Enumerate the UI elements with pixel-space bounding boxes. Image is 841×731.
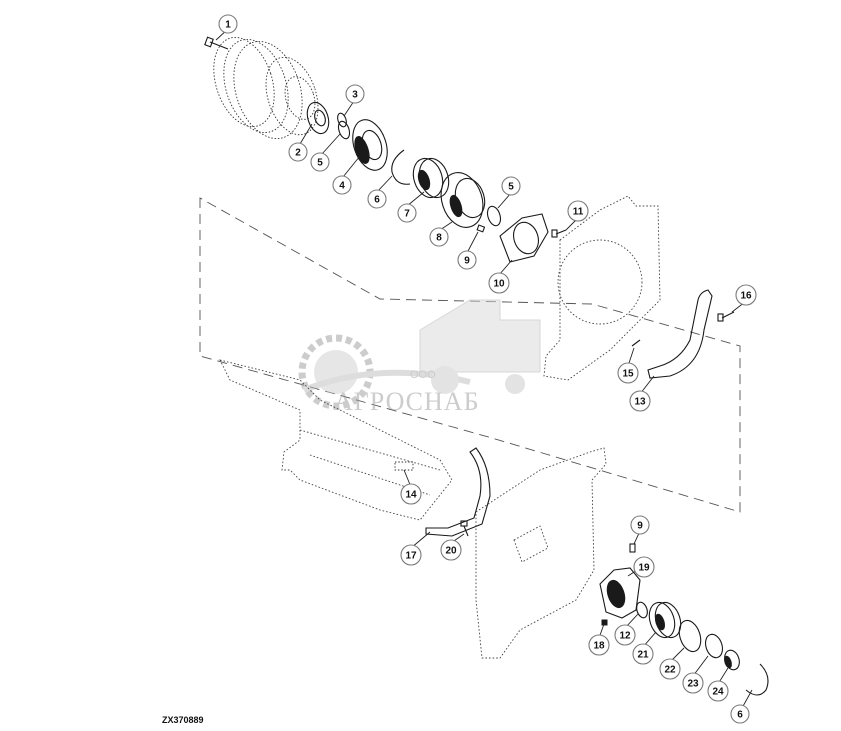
callout-13: 13 [629, 390, 651, 412]
callout-22: 22 [659, 658, 681, 680]
part-6-snap-ring-lower [745, 663, 769, 696]
callout-6b-label: 6 [737, 710, 743, 721]
callout-14: 14 [400, 483, 422, 505]
callout-5: 5 [310, 152, 330, 172]
callout-2-label: 2 [295, 148, 301, 159]
callout-8-label: 8 [436, 233, 442, 244]
callout-5b: 5 [501, 176, 521, 196]
watermark-company-name: АГРОСНАБ [334, 387, 480, 416]
lower-side-plate [475, 447, 607, 659]
company-watermark: ООО АГРОСНАБ [298, 299, 541, 416]
watermark-company-prefix: ООО [410, 369, 436, 381]
part-18-nut [601, 619, 608, 626]
callout-23: 23 [682, 672, 704, 694]
part-5-snap-ring-2 [486, 205, 502, 227]
part-pulley [213, 36, 319, 140]
callout-20: 20 [440, 539, 462, 561]
callout-24-label: 24 [712, 687, 724, 698]
part-4-bearing-housing [352, 119, 388, 171]
callout-17: 17 [400, 544, 422, 566]
callout-9b-label: 9 [637, 521, 643, 532]
part-12-ring [636, 601, 648, 619]
part-24-bushing [724, 649, 740, 671]
callout-17-label: 17 [405, 551, 417, 562]
callout-6-label: 6 [374, 195, 380, 206]
callout-11-label: 11 [573, 207, 584, 218]
callout-10: 10 [488, 272, 510, 294]
callout-24: 24 [707, 680, 729, 702]
callout-16: 16 [735, 284, 757, 306]
part-14-bracket [394, 461, 414, 471]
callout-3: 3 [345, 84, 365, 104]
part-5-snap-ring [337, 120, 351, 140]
part-2-hub [306, 101, 330, 135]
callout-12-label: 12 [619, 631, 631, 642]
callout-19: 19 [633, 556, 655, 578]
part-20-bolt [460, 520, 469, 537]
callout-18: 18 [588, 634, 610, 656]
callout-6: 6 [367, 189, 387, 209]
callout-9-label: 9 [464, 256, 470, 267]
part-22-ring [678, 619, 702, 653]
part-21-bearing [648, 601, 682, 639]
callout-9b: 9 [630, 515, 650, 535]
callout-14-label: 14 [405, 490, 417, 501]
callout-21: 21 [632, 643, 654, 665]
part-6-snap-ring [391, 149, 411, 185]
part-19-bearing-housing [599, 567, 641, 619]
callout-2: 2 [288, 142, 308, 162]
callout-1: 1 [218, 14, 238, 34]
callout-10-label: 10 [493, 279, 505, 290]
callout-22-label: 22 [664, 665, 676, 676]
callout-12: 12 [614, 624, 636, 646]
part-7-bearing [412, 157, 450, 199]
callout-20-label: 20 [445, 546, 457, 557]
callout-1-label: 1 [225, 20, 231, 31]
part-23-ring [704, 633, 724, 659]
callout-15-label: 15 [622, 369, 634, 380]
callout-11: 11 [567, 200, 589, 222]
part-9-screw [476, 224, 486, 233]
part-1-bolt [204, 36, 229, 50]
callout-4-label: 4 [339, 181, 345, 192]
callout-5b-label: 5 [508, 182, 514, 193]
part-16-bolt [717, 311, 735, 322]
callout-21-label: 21 [637, 650, 649, 661]
callout-7-label: 7 [404, 209, 410, 220]
callout-23-label: 23 [687, 679, 699, 690]
callout-3-label: 3 [352, 90, 358, 101]
callout-9: 9 [457, 250, 477, 270]
callout-4: 4 [332, 175, 352, 195]
part-15-pin [631, 339, 641, 347]
assembly-boundary [199, 197, 741, 513]
callout-5-label: 5 [317, 158, 323, 169]
callout-16-label: 16 [740, 291, 752, 302]
part-10-plate [499, 213, 549, 263]
callout-19-label: 19 [638, 563, 650, 574]
drawing-id: ZX370889 [162, 715, 204, 725]
callout-18-label: 18 [593, 641, 605, 652]
leader-lines [215, 28, 753, 709]
callout-15: 15 [617, 362, 639, 384]
part-13-strap [647, 289, 713, 379]
callout-7: 7 [397, 203, 417, 223]
callout-8: 8 [429, 227, 449, 247]
callout-6b: 6 [730, 704, 750, 724]
callout-13-label: 13 [634, 397, 646, 408]
combine-harvester-icon [419, 299, 541, 394]
upper-side-plate [543, 195, 661, 381]
part-8-hub-flange [440, 172, 486, 228]
part-3-ring [337, 112, 347, 128]
part-11-bolt [551, 229, 567, 238]
part-9-screw-lower [629, 543, 636, 553]
part-17-strap [425, 447, 491, 537]
